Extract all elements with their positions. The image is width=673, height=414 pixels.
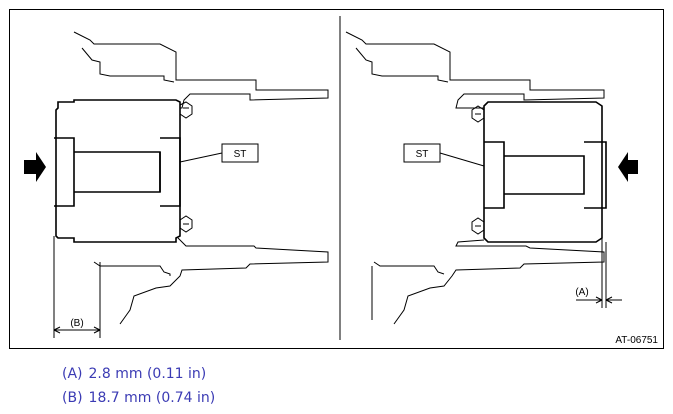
arrow-right-icon: [24, 152, 46, 182]
legend-key: (B): [62, 390, 83, 406]
legend-key: (A): [62, 366, 83, 382]
left-special-tool: [54, 99, 181, 243]
dimension-b-label: (B): [70, 318, 83, 329]
arrow-left-icon: [618, 152, 638, 182]
right-st-label: ST: [416, 149, 429, 160]
legend-value: 2.8 mm (0.11 in): [88, 366, 207, 382]
left-housing-upper: [73, 31, 329, 109]
left-st-label: ST: [234, 149, 247, 160]
right-special-tool: [483, 101, 607, 243]
dimension-a-label: (A): [575, 287, 588, 298]
dimension-a: [576, 238, 622, 308]
left-housing-lower: [93, 237, 329, 325]
right-housing-upper: [345, 31, 605, 109]
dimension-legend: (A) 2.8 mm (0.11 in) (B) 18.7 mm (0.74 in): [62, 362, 221, 410]
left-oil-seal-upper: [179, 101, 193, 119]
legend-value: 18.7 mm (0.74 in): [88, 390, 216, 406]
illustration-frame: ST ST (B) (A) AT-06751: [9, 9, 664, 349]
right-housing-lower: [371, 239, 605, 325]
left-st-leader: [179, 143, 259, 163]
figure-code: AT-06751: [615, 335, 658, 346]
legend-item-b: (B) 18.7 mm (0.74 in): [62, 386, 221, 410]
right-st-leader: [403, 143, 485, 167]
left-oil-seal-lower: [179, 215, 193, 233]
right-oil-seal-lower: [471, 217, 485, 235]
dimension-b: [53, 236, 101, 338]
legend-item-a: (A) 2.8 mm (0.11 in): [62, 362, 221, 386]
installation-diagram: ST ST (B) (A) AT-06751: [24, 16, 658, 346]
